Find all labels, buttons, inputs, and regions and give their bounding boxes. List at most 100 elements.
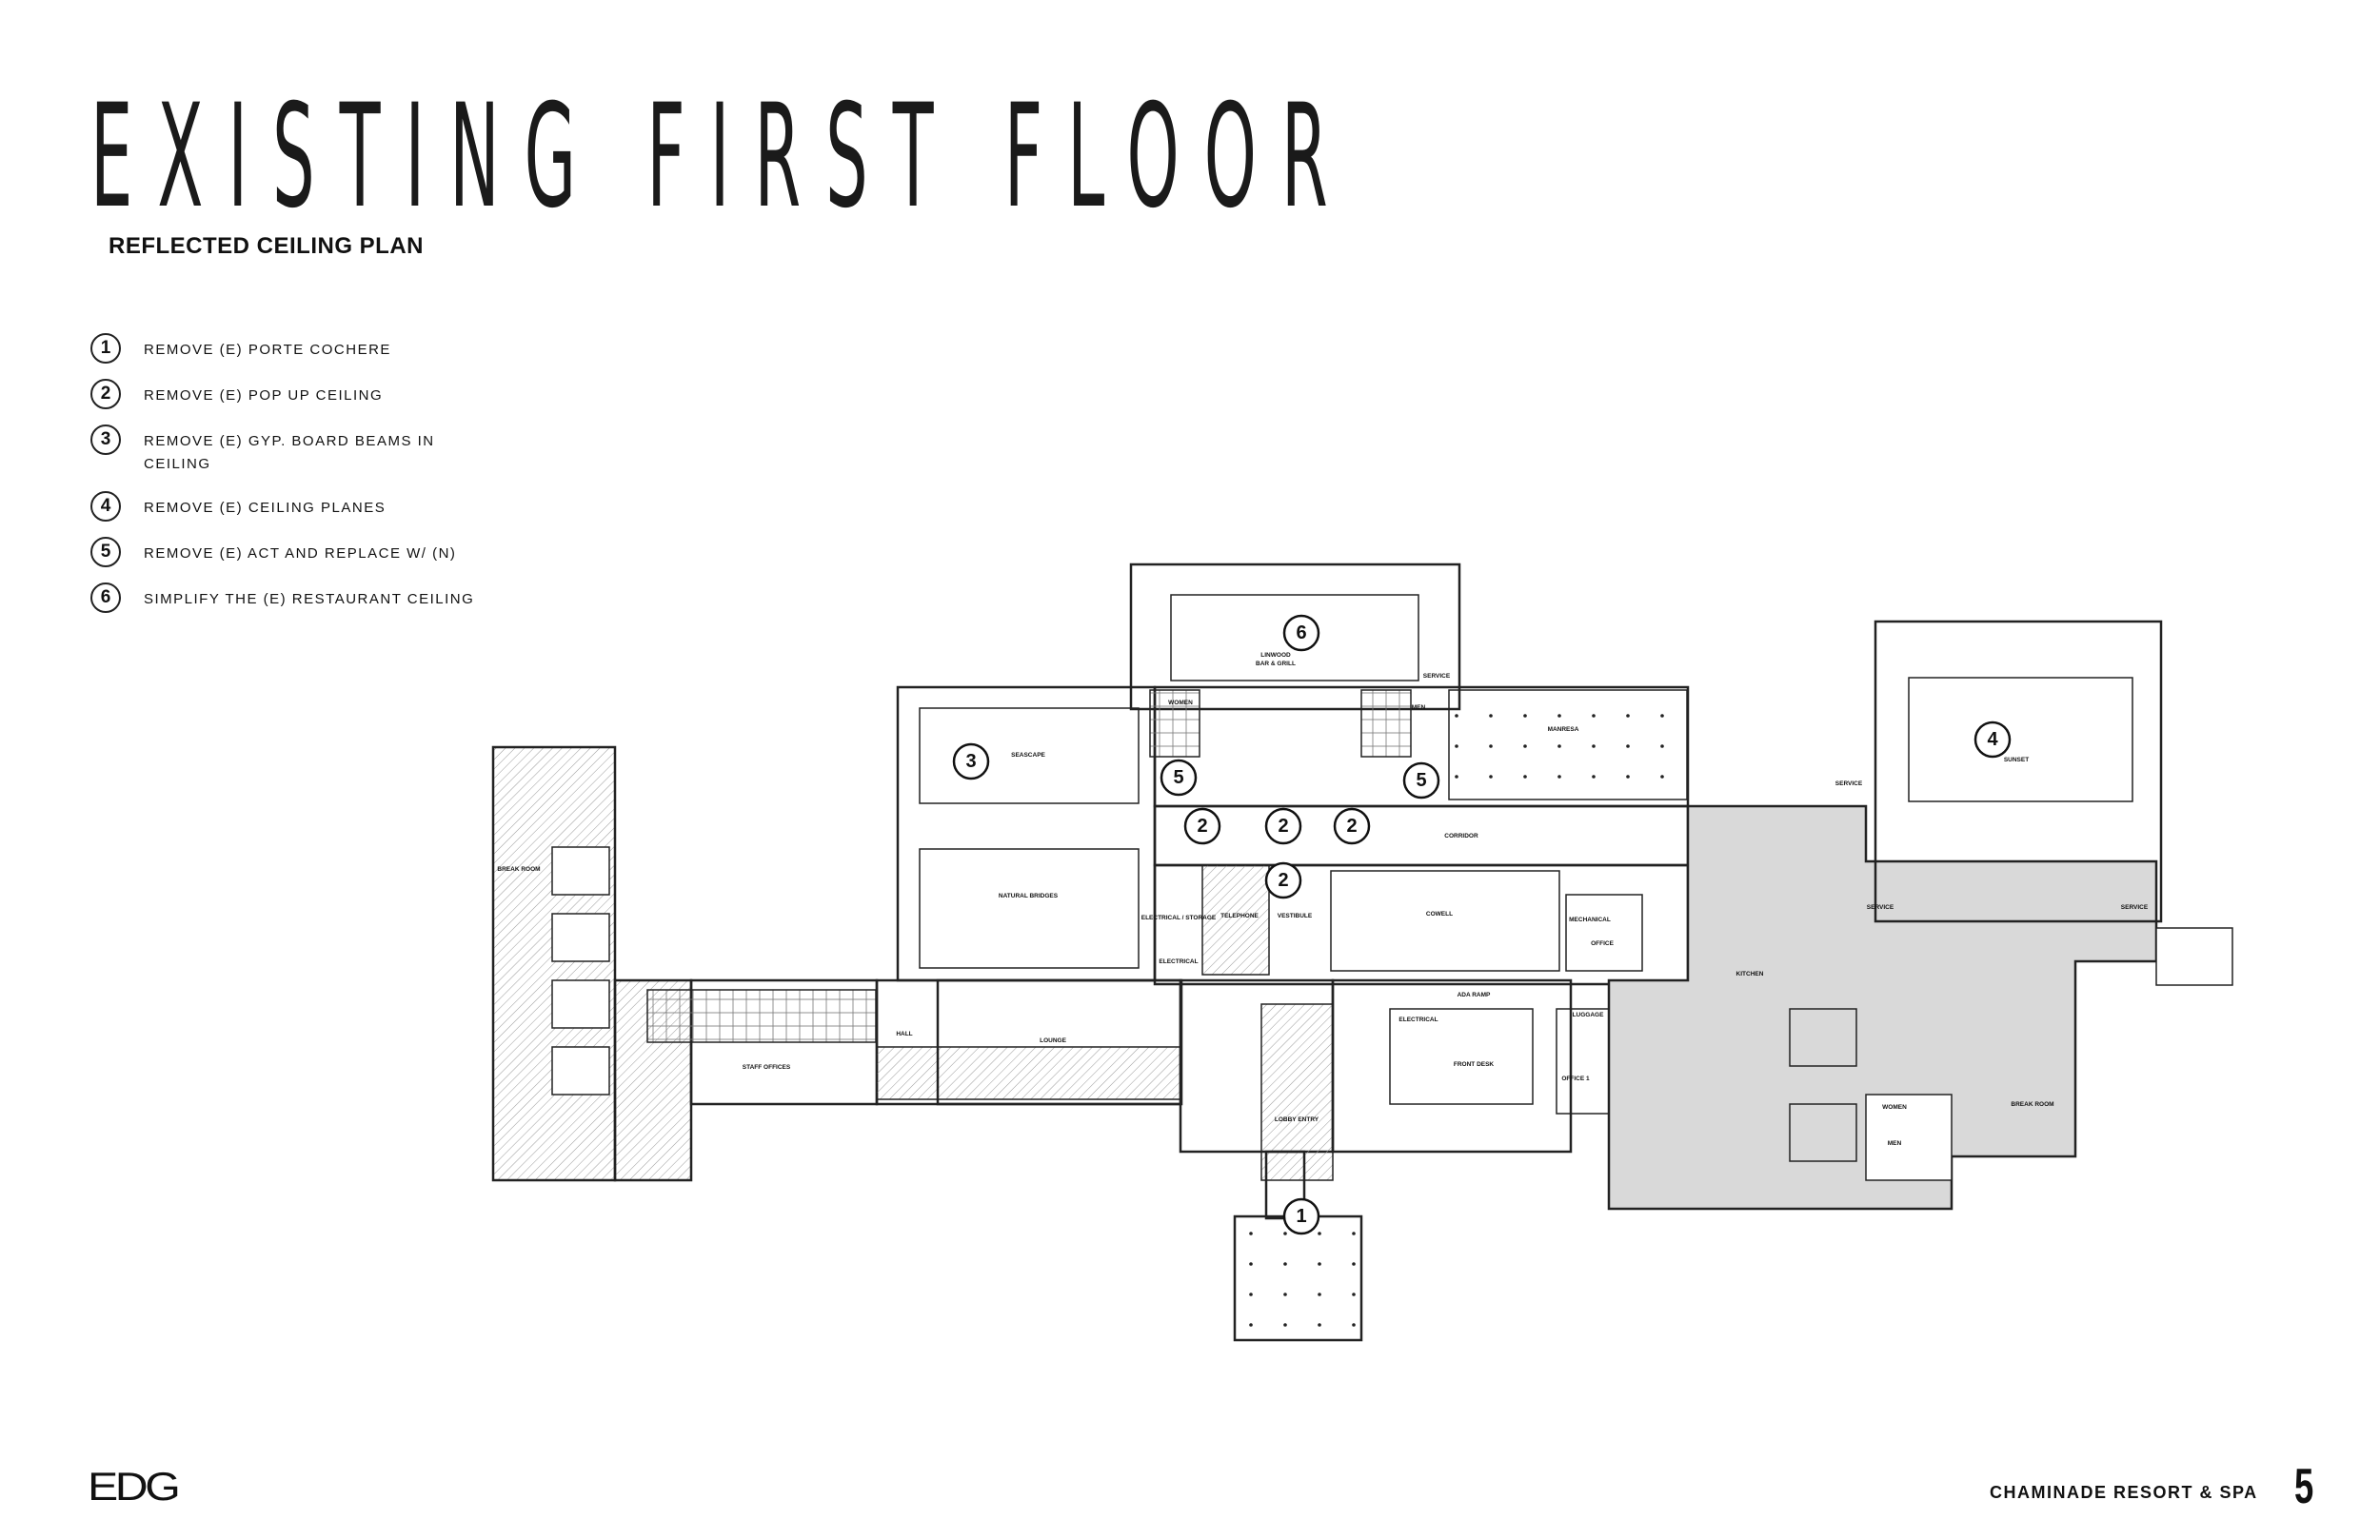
- legend-text: REMOVE (E) PORTE COCHERE: [144, 342, 391, 358]
- room-label: LOBBY ENTRY: [1275, 1116, 1319, 1123]
- room-label: NATURAL BRIDGES: [999, 893, 1059, 899]
- legend-item: 5 REMOVE (E) ACT AND REPLACE W/ (N): [90, 537, 528, 567]
- room-label: ELECTRICAL: [1159, 958, 1198, 965]
- callout-marker: 5: [1160, 759, 1198, 797]
- acoustic-ceiling-grid: [1149, 689, 1200, 758]
- callout-marker: 2: [1333, 807, 1371, 845]
- legend-item: 6 SIMPLIFY THE (E) RESTAURANT CEILING: [90, 582, 528, 613]
- callout-marker: 3: [952, 742, 990, 780]
- callout-marker: 1: [1282, 1197, 1320, 1235]
- legend-number-badge: 5: [90, 537, 121, 567]
- callout-marker: 5: [1402, 761, 1440, 800]
- legend-text: REMOVE (E) CEILING PLANES: [144, 500, 387, 516]
- room-label: BREAK ROOM: [497, 866, 540, 873]
- room-outline: [1331, 978, 1573, 1154]
- room-label: BREAK ROOM: [2011, 1101, 2053, 1108]
- room-label: ELECTRICAL / STORAGE: [1141, 915, 1217, 921]
- room-outline: [876, 1046, 1182, 1100]
- callout-marker: 2: [1264, 861, 1302, 899]
- callout-marker: 2: [1183, 807, 1221, 845]
- room-label: SUNSET: [2004, 757, 2029, 763]
- room-label: CORRIDOR: [1444, 833, 1478, 839]
- room-label: ADA RAMP: [1458, 992, 1491, 998]
- acoustic-ceiling-grid: [646, 989, 877, 1043]
- room-label: OFFICE: [1591, 940, 1614, 947]
- kitchen-area: [1607, 804, 2158, 1211]
- callout-marker: 6: [1282, 614, 1320, 652]
- room-outline: [1565, 894, 1643, 972]
- room-label: OFFICE 1: [1561, 1076, 1590, 1082]
- room-label: MANRESA: [1548, 726, 1579, 733]
- room-label: SERVICE: [1423, 673, 1451, 680]
- room-label: WOMEN: [1882, 1104, 1907, 1111]
- room-label: VESTIBULE: [1278, 913, 1313, 919]
- legend-text: REMOVE (E) GYP. BOARD BEAMS IN CEILING: [144, 433, 435, 472]
- room-outline: [551, 913, 610, 962]
- legend-number-badge: 3: [90, 424, 121, 455]
- room-outline: [1389, 1008, 1534, 1105]
- keyed-callouts: 1 2 2 2 2 3 4 5: [952, 614, 2012, 1235]
- legend-item: 3 REMOVE (E) GYP. BOARD BEAMS IN CEILING: [90, 424, 528, 476]
- room-label: LUGGAGE: [1573, 1012, 1605, 1018]
- stair-outline: [1260, 1003, 1334, 1181]
- legend-text: REMOVE (E) ACT AND REPLACE W/ (N): [144, 545, 457, 562]
- room-outline: [1330, 870, 1560, 972]
- room-label: LINWOOD: [1260, 652, 1291, 659]
- room-label: LOUNGE: [1040, 1037, 1066, 1044]
- svg-text:5: 5: [1173, 767, 1183, 788]
- project-name: CHAMINADE RESORT & SPA: [1990, 1483, 2258, 1502]
- room-label: SERVICE: [1867, 904, 1894, 911]
- room-outline: [896, 685, 1157, 982]
- svg-text:6: 6: [1296, 622, 1306, 643]
- plan-walls: [491, 563, 2233, 1342]
- room-label: HALL: [896, 1031, 912, 1037]
- room-label: WOMEN: [1168, 700, 1193, 706]
- acoustic-ceiling-grid: [1360, 689, 1412, 758]
- legend-number-badge: 1: [90, 333, 121, 364]
- room-outline: [1865, 1094, 1953, 1181]
- room-outline: [2155, 927, 2233, 986]
- room-label: KITCHEN: [1736, 971, 1764, 977]
- legend: 1 REMOVE (E) PORTE COCHERE 2 REMOVE (E) …: [90, 333, 528, 628]
- legend-text: REMOVE (E) POP UP CEILING: [144, 387, 384, 404]
- callout-marker: 4: [1973, 721, 2012, 759]
- page-subtitle: REFLECTED CEILING PLAN: [109, 233, 425, 259]
- svg-text:3: 3: [965, 751, 976, 772]
- room-outline: [919, 707, 1140, 804]
- page-title: EXISTING FIRST FLOOR: [90, 74, 1353, 240]
- svg-text:5: 5: [1416, 770, 1426, 791]
- room-outline: [551, 1046, 610, 1096]
- room-outline: [1153, 804, 1690, 867]
- room-labels: LINWOOD BAR & GRILL SERVICE SEASCAPE WOM…: [497, 652, 2148, 1147]
- room-outline: [1908, 677, 2133, 802]
- room-label: SERVICE: [2121, 904, 2149, 911]
- legend-text: SIMPLIFY THE (E) RESTAURANT CEILING: [144, 591, 475, 607]
- legend-number-badge: 4: [90, 491, 121, 522]
- legend-item: 4 REMOVE (E) CEILING PLANES: [90, 491, 528, 522]
- page-number: 5: [2294, 1459, 2314, 1514]
- room-outline: [1874, 620, 2163, 923]
- room-label: SEASCAPE: [1011, 752, 1045, 759]
- room-label: FRONT DESK: [1454, 1061, 1495, 1068]
- room-label: COWELL: [1426, 911, 1453, 918]
- room-label: BAR & GRILL: [1256, 661, 1296, 667]
- room-outline: [551, 846, 610, 896]
- porte-cochere: [1233, 1214, 1363, 1342]
- room-outline: [1789, 1103, 1857, 1162]
- svg-text:2: 2: [1278, 816, 1288, 837]
- room-label: MEN: [1412, 704, 1426, 711]
- room-label: MECHANICAL: [1569, 917, 1611, 923]
- legend-number-badge: 2: [90, 379, 121, 409]
- room-outline: [1170, 594, 1419, 681]
- edg-logo: EDG: [88, 1464, 181, 1509]
- svg-text:2: 2: [1197, 816, 1207, 837]
- room-outline: [1129, 563, 1461, 711]
- room-label: STAFF OFFICES: [743, 1064, 791, 1071]
- svg-text:1: 1: [1296, 1206, 1306, 1227]
- left-wing: [491, 745, 617, 1182]
- svg-text:2: 2: [1346, 816, 1357, 837]
- svg-text:4: 4: [1987, 729, 1998, 750]
- callout-marker: 2: [1264, 807, 1302, 845]
- svg-text:2: 2: [1278, 870, 1288, 891]
